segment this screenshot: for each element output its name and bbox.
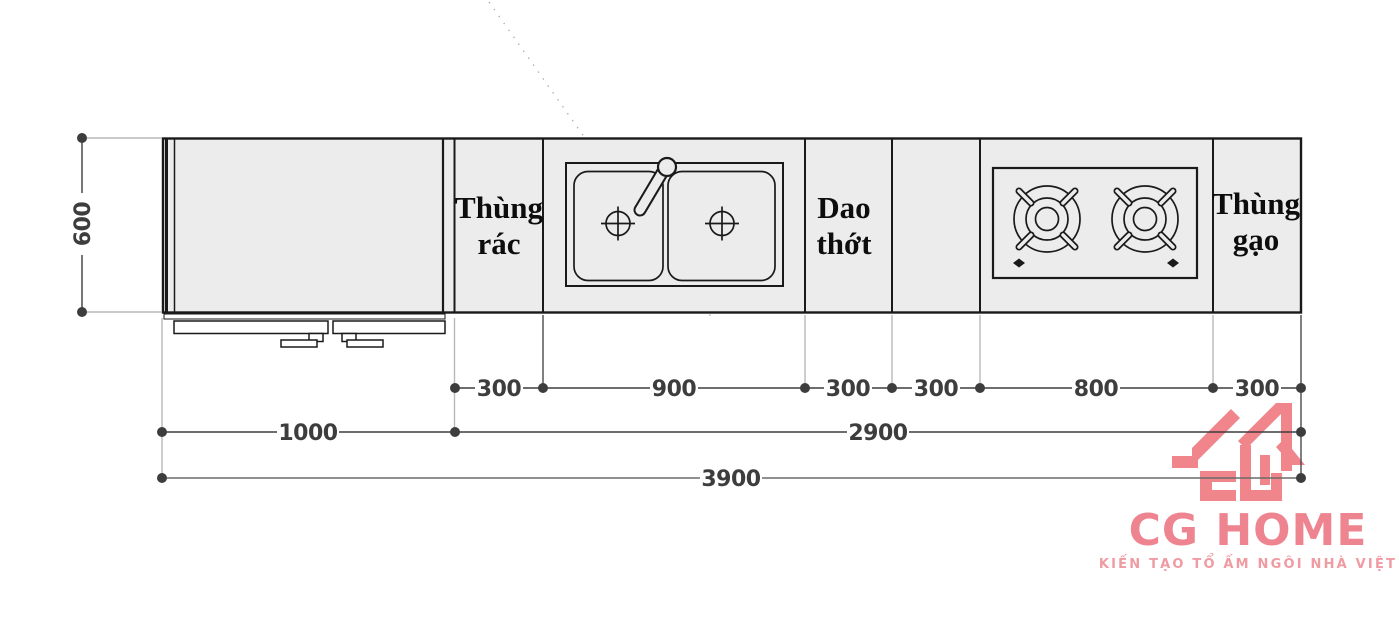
- dim-group-1000: 1000: [278, 421, 337, 446]
- logo-tagline: KIẾN TẠO TỔ ẤM NGÔI NHÀ VIỆT: [1098, 557, 1398, 572]
- extension-lines: [161, 315, 1302, 478]
- dim-seg-2: 900: [652, 377, 697, 402]
- door-handle-left: [280, 332, 324, 348]
- faucet: [633, 156, 678, 217]
- door-handle-right: [341, 332, 384, 348]
- logo-wordmark: CG HOME: [1128, 505, 1368, 556]
- dimension-row-total: 3900: [157, 465, 1306, 492]
- dimension-depth-600: 600: [68, 133, 162, 317]
- segment-labels: Thùng rác Dao thớt Thùng gạo: [455, 186, 1300, 261]
- dim-seg-5: 800: [1074, 377, 1119, 402]
- dim-seg-6: 300: [1235, 377, 1280, 402]
- label-cutting-board-line2: thớt: [816, 226, 872, 261]
- logo-letter-g-top: [1238, 403, 1292, 471]
- dim-group-2900: 2900: [848, 421, 907, 446]
- dim-seg-1: 300: [477, 377, 522, 402]
- logo-roof-right: [1276, 439, 1305, 465]
- hob-knob-right: [1167, 258, 1179, 268]
- gas-hob: [991, 166, 1199, 280]
- logo-letter-g-bowl: [1240, 445, 1282, 501]
- label-trash-bin-line2: rác: [477, 226, 520, 261]
- label-trash-bin-line1: Thùng: [455, 190, 543, 225]
- dim-seg-3: 300: [826, 377, 871, 402]
- logo-roof-left: [1172, 409, 1240, 468]
- hob-knob-left: [1013, 258, 1025, 268]
- dim-depth-value: 600: [71, 202, 96, 247]
- cabinet-front-details: [163, 313, 446, 348]
- dim-seg-4: 300: [914, 377, 959, 402]
- double-sink: [565, 156, 784, 287]
- label-rice-bin-line1: Thùng: [1212, 186, 1300, 221]
- dim-total-3900: 3900: [701, 467, 760, 492]
- dimension-row-segments: 300 900 300 300 800 300: [450, 375, 1306, 402]
- label-rice-bin-line2: gạo: [1233, 222, 1280, 257]
- dimension-row-groups: 1000 2900: [157, 419, 1306, 446]
- sink-drain-left: [601, 206, 635, 241]
- sink-drain-right: [705, 206, 739, 241]
- label-cutting-board-line1: Dao: [817, 190, 870, 225]
